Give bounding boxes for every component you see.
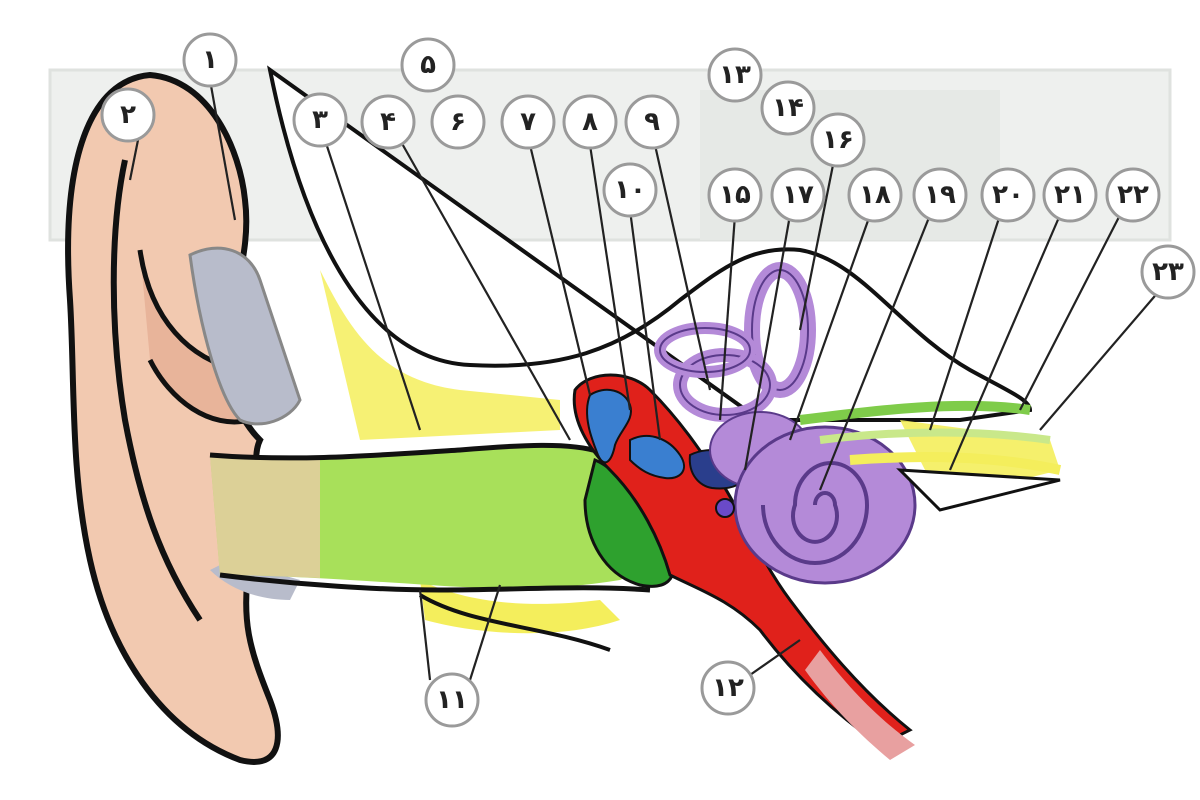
- ear-canal-lower-wall: [219, 572, 651, 593]
- callout-9: ۹: [624, 94, 680, 150]
- callout-4: ۴: [360, 94, 416, 150]
- ear-canal-upper-wall: [209, 442, 601, 461]
- svg-text:۱۲: ۱۲: [712, 673, 744, 703]
- lower-yellow-bone: [420, 580, 620, 634]
- callout-15: ۱۵: [707, 167, 763, 223]
- callout-10: ۱۰: [602, 162, 658, 218]
- callout-23: ۲۳: [1140, 244, 1196, 300]
- svg-text:۱۸: ۱۸: [859, 180, 891, 210]
- eustachian-tube-end: [805, 650, 915, 760]
- svg-text:۳: ۳: [312, 105, 328, 135]
- svg-text:۲۳: ۲۳: [1152, 257, 1184, 287]
- callout-19: ۱۹: [912, 167, 968, 223]
- leader-lines: [128, 79, 1161, 681]
- callout-11: ۱۱: [424, 672, 480, 728]
- pinna: [65, 71, 302, 765]
- helix-fold: [110, 159, 203, 622]
- svg-text:۱۷: ۱۷: [782, 180, 814, 210]
- ear-canal-skin-fade: [210, 455, 320, 578]
- callout-7: ۷: [500, 94, 556, 150]
- upper-yellow-bone: [320, 270, 560, 440]
- malleus: [586, 388, 632, 464]
- svg-text:۲۰: ۲۰: [992, 180, 1024, 210]
- callout-17: ۱۷: [770, 167, 826, 223]
- svg-text:۱۹: ۱۹: [924, 180, 956, 210]
- callout-2: ۲: [100, 87, 156, 143]
- callout-22: ۲۲: [1105, 167, 1161, 223]
- svg-text:۱۰: ۱۰: [614, 175, 646, 205]
- callout-16: ۱۶: [810, 112, 866, 168]
- svg-text:۱۴: ۱۴: [772, 93, 804, 123]
- temporal-bone-outline: [267, 65, 1033, 422]
- svg-text:۹: ۹: [644, 107, 660, 137]
- callout-8: ۸: [562, 94, 618, 150]
- svg-text:۴: ۴: [380, 107, 396, 137]
- callout-13: ۱۳: [707, 47, 763, 103]
- svg-text:۶: ۶: [450, 107, 466, 137]
- svg-text:۱۵: ۱۵: [719, 180, 751, 210]
- svg-text:۲۲: ۲۲: [1117, 180, 1149, 210]
- cochlea: [733, 425, 917, 585]
- svg-text:۱۱: ۱۱: [436, 685, 468, 715]
- lower-bone-outline: [418, 593, 611, 652]
- svg-text:۱۶: ۱۶: [822, 125, 854, 155]
- ear-canal: [210, 444, 660, 589]
- svg-text:۲۱: ۲۱: [1054, 180, 1086, 210]
- callout-12: ۱۲: [700, 660, 756, 716]
- callout-1: ۱: [182, 32, 238, 88]
- callout-18: ۱۸: [847, 167, 903, 223]
- round-window: [715, 498, 735, 518]
- callout-14: ۱۴: [760, 80, 816, 136]
- svg-text:۲: ۲: [120, 100, 136, 130]
- svg-text:۱۳: ۱۳: [719, 60, 751, 90]
- svg-text:۱: ۱: [202, 45, 218, 75]
- callouts: ۱ ۲ ۳ ۴ ۵ ۶ ۷ ۸ ۹ ۱۰ ۱۱ ۱۲ ۱۳ ۱۴ ۱۵ ۱۶ ۱…: [100, 32, 1196, 728]
- callout-6: ۶: [430, 94, 486, 150]
- callout-5: ۵: [400, 37, 456, 93]
- svg-text:۸: ۸: [582, 107, 598, 137]
- svg-text:۵: ۵: [420, 50, 436, 80]
- callout-3: ۳: [292, 92, 348, 148]
- svg-text:۷: ۷: [520, 107, 536, 137]
- gray-cartilage: [188, 246, 302, 426]
- callout-20: ۲۰: [980, 167, 1036, 223]
- callout-21: ۲۱: [1042, 167, 1098, 223]
